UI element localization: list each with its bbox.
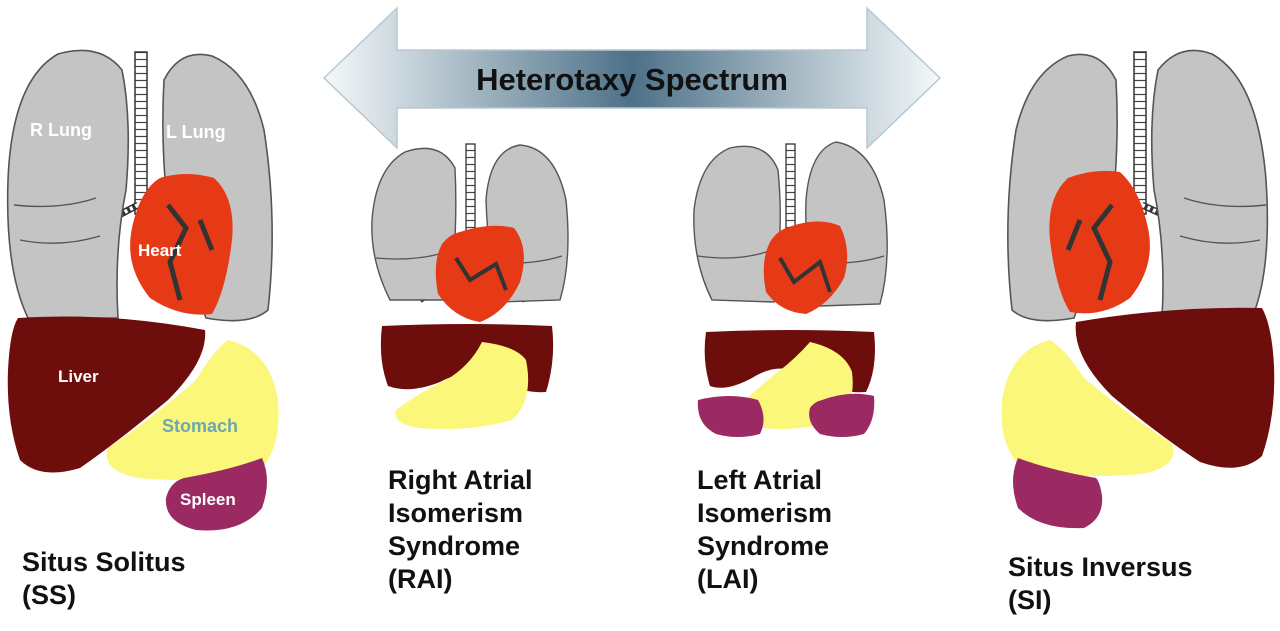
caption-right-atrial-isomerism: Right Atrial Isomerism Syndrome (RAI) [388, 464, 533, 596]
panel-situs-inversus [1001, 49, 1275, 529]
heterotaxy-spectrum-arrow: Heterotaxy Spectrum [322, 6, 942, 150]
caption-line: Right Atrial [388, 465, 533, 495]
heart [130, 174, 233, 315]
liver [7, 316, 206, 473]
panel-left-atrial-isomerism [693, 141, 888, 437]
spleen-label: Spleen [180, 490, 236, 509]
caption-line: Situs Solitus [22, 547, 186, 577]
heart [763, 221, 848, 314]
panel-right-atrial-isomerism [371, 143, 569, 429]
right-lung [1150, 49, 1269, 319]
caption-line: Isomerism [697, 498, 833, 528]
right-spleen [697, 396, 764, 437]
spectrum-title: Heterotaxy Spectrum [476, 62, 788, 97]
stomach [1001, 340, 1174, 476]
caption-line: Syndrome [697, 531, 830, 561]
caption-line: (SS) [22, 580, 76, 610]
caption-line: (SI) [1008, 585, 1052, 615]
caption-line: Isomerism [388, 498, 524, 528]
r-lung-label: R Lung [30, 120, 92, 140]
panel-situs-solitus: R Lung L Lung Heart Liver Stomach Spleen [6, 49, 279, 531]
liver-label: Liver [58, 367, 99, 386]
caption-situs-solitus: Situs Solitus (SS) [22, 546, 186, 612]
caption-line: (RAI) [388, 564, 453, 594]
stomach [106, 340, 279, 480]
right-lung [371, 147, 457, 301]
spleen [165, 458, 267, 531]
liver [1075, 307, 1275, 468]
caption-line: Syndrome [388, 531, 521, 561]
right-lung [6, 49, 130, 319]
left-spleen [809, 393, 875, 437]
stomach-label: Stomach [162, 416, 238, 436]
heart-label: Heart [138, 241, 182, 260]
l-lung-label: L Lung [166, 122, 226, 142]
caption-left-atrial-isomerism: Left Atrial Isomerism Syndrome (LAI) [697, 464, 832, 596]
caption-situs-inversus: Situs Inversus (SI) [1008, 551, 1193, 617]
stomach [395, 342, 529, 429]
caption-line: Left Atrial [697, 465, 823, 495]
spleen [1013, 458, 1103, 529]
caption-line: Situs Inversus [1008, 552, 1193, 582]
caption-line: (LAI) [697, 564, 759, 594]
right-lung [693, 145, 781, 303]
great-vessels [166, 203, 215, 301]
lung-fissure [13, 197, 101, 244]
